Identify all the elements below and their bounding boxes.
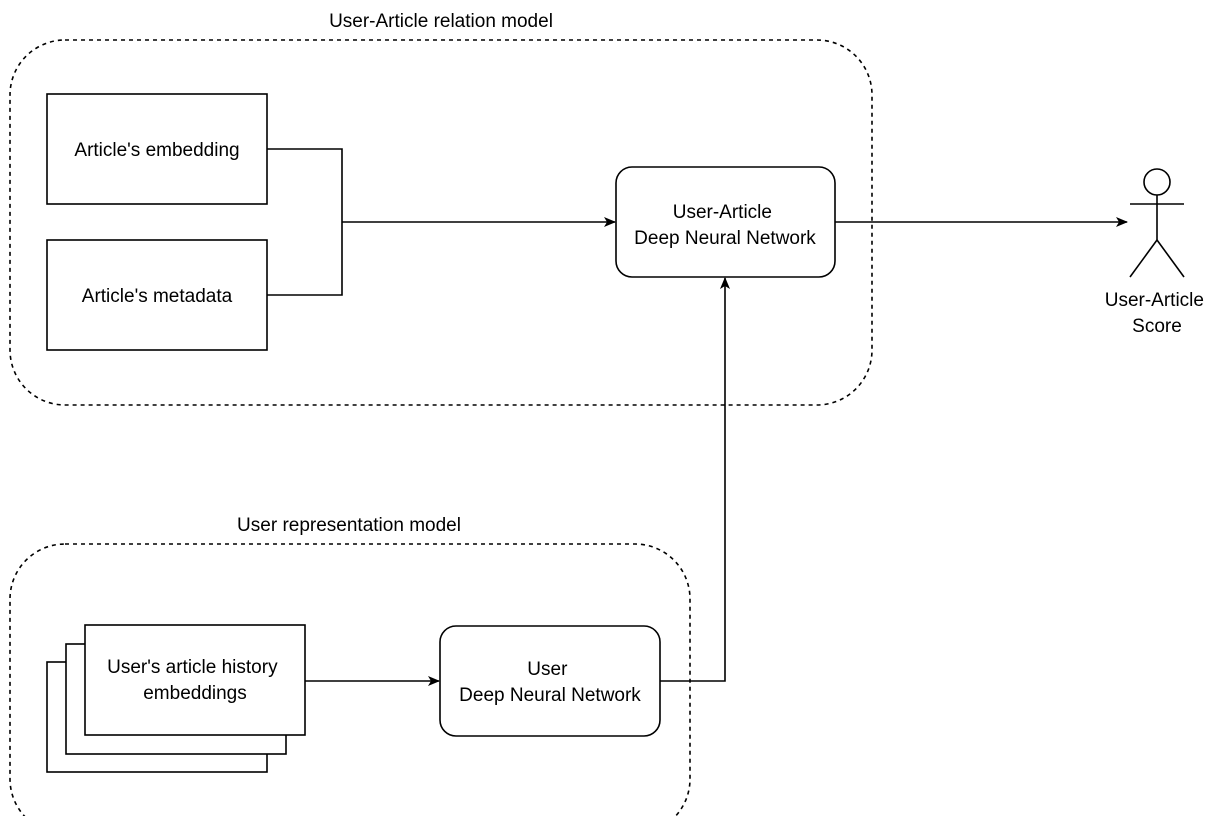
node-article-metadata[interactable]: Article's metadata: [46, 239, 268, 351]
group-user-model[interactable]: User representation model: [9, 515, 691, 816]
group-user-model-label: User representation model: [237, 515, 461, 536]
user-article-dnn-line2: Deep Neural Network: [634, 228, 816, 249]
actor-label-line1: User-Article: [1105, 290, 1204, 311]
user-history-line1: User's article history: [107, 657, 278, 678]
article-embedding-box: [46, 93, 268, 205]
user-history-label: User's article history embeddings: [107, 657, 283, 704]
actor-icon: [1129, 168, 1185, 278]
user-history-stack-front: [84, 624, 306, 736]
user-article-dnn-line1: User-Article: [673, 202, 772, 223]
edges: [267, 148, 1128, 686]
article-embedding-label: Article's embedding: [74, 140, 239, 161]
user-article-dnn-label: User-Article Deep Neural Network: [634, 202, 816, 249]
edge-user-dnn-to-user-article-dnn[interactable]: [660, 277, 730, 682]
actor-label: User-Article Score: [1105, 290, 1210, 337]
group-relation-model[interactable]: User-Article relation model: [9, 11, 873, 406]
edge-metadata-to-join[interactable]: [267, 222, 343, 296]
user-history-line2: embeddings: [143, 683, 247, 704]
user-dnn-box: [439, 625, 661, 737]
user-dnn-line2: Deep Neural Network: [459, 685, 641, 706]
actor-label-line2: Score: [1132, 316, 1182, 337]
group-user-model-border: [9, 543, 691, 816]
node-user-dnn[interactable]: User Deep Neural Network: [439, 625, 661, 737]
article-metadata-label: Article's metadata: [82, 286, 233, 307]
group-relation-model-label: User-Article relation model: [329, 11, 553, 32]
user-dnn-label: User Deep Neural Network: [459, 659, 641, 706]
node-user-history[interactable]: User's article history embeddings: [46, 624, 306, 773]
group-relation-model-border: [9, 39, 873, 406]
node-user-article-dnn[interactable]: User-Article Deep Neural Network: [615, 166, 836, 278]
edge-embedding-to-join[interactable]: [267, 148, 343, 222]
node-article-embedding[interactable]: Article's embedding: [46, 93, 268, 205]
user-dnn-line1: User: [527, 659, 568, 680]
node-actor[interactable]: User-Article Score: [1105, 168, 1210, 337]
